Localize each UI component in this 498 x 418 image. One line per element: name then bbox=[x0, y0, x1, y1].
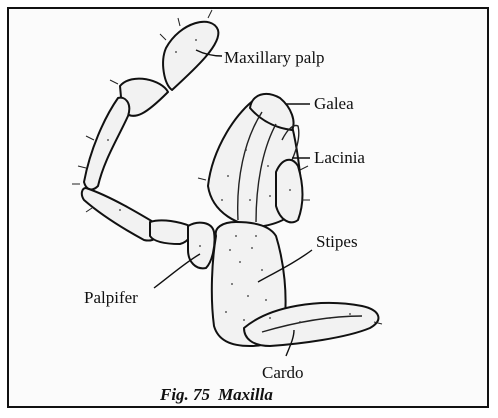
label-cardo: Cardo bbox=[262, 363, 304, 382]
label-galea: Galea bbox=[314, 94, 354, 113]
label-maxillary-palp: Maxillary palp bbox=[224, 48, 325, 67]
caption-title: Maxilla bbox=[217, 385, 273, 404]
palpifer-drawing bbox=[188, 223, 215, 269]
caption-number: Fig. 75 bbox=[159, 385, 211, 404]
lacinia-galea-drawing bbox=[208, 94, 303, 226]
label-stipes: Stipes bbox=[316, 232, 358, 251]
figure-caption: Fig. 75 Maxilla bbox=[159, 385, 273, 404]
label-palpifer: Palpifer bbox=[84, 288, 138, 307]
maxillary-palp-drawing bbox=[82, 22, 219, 244]
label-lacinia: Lacinia bbox=[314, 148, 365, 167]
